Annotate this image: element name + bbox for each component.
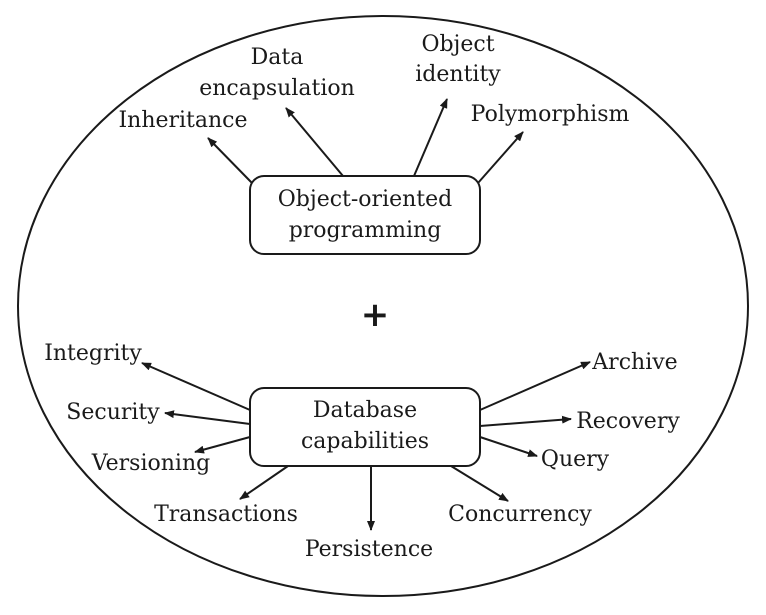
label-query: Query [541, 447, 610, 472]
label-encapsulation-line1: Data [251, 45, 304, 70]
arrow-identity [413, 98, 448, 177]
arrow-versioning [194, 436, 251, 454]
plus-sign: + [361, 295, 390, 335]
label-transactions: Transactions [154, 502, 298, 527]
db-title-line2: capabilities [301, 429, 429, 454]
oop-title-line1: Object-oriented [278, 187, 453, 212]
label-persistence: Persistence [305, 537, 433, 562]
arrow-integrity [141, 362, 251, 411]
label-identity-line2: identity [415, 62, 501, 87]
db-title-line1: Database [313, 398, 417, 423]
arrow-archive [479, 361, 591, 411]
arrow-concurrency [450, 465, 509, 502]
label-archive: Archive [591, 350, 677, 375]
label-encapsulation-line2: encapsulation [199, 76, 355, 101]
arrow-recovery [479, 415, 572, 427]
arrow-query [479, 436, 538, 457]
label-versioning: Versioning [91, 451, 210, 476]
arrow-inheritance [207, 137, 253, 184]
oop-title-line2: programming [289, 218, 442, 243]
arrow-transactions [239, 465, 289, 500]
label-identity-line1: Object [421, 32, 494, 57]
label-recovery: Recovery [576, 409, 680, 434]
label-concurrency: Concurrency [448, 502, 592, 527]
arrow-polymorphism [477, 131, 524, 184]
label-security: Security [66, 400, 160, 425]
label-inheritance: Inheritance [118, 108, 247, 133]
arrow-security [164, 410, 251, 425]
db-box [249, 387, 481, 467]
label-integrity: Integrity [44, 341, 142, 366]
arrow-encapsulation [285, 107, 344, 177]
label-polymorphism: Polymorphism [471, 102, 630, 127]
oop-box [249, 175, 481, 255]
